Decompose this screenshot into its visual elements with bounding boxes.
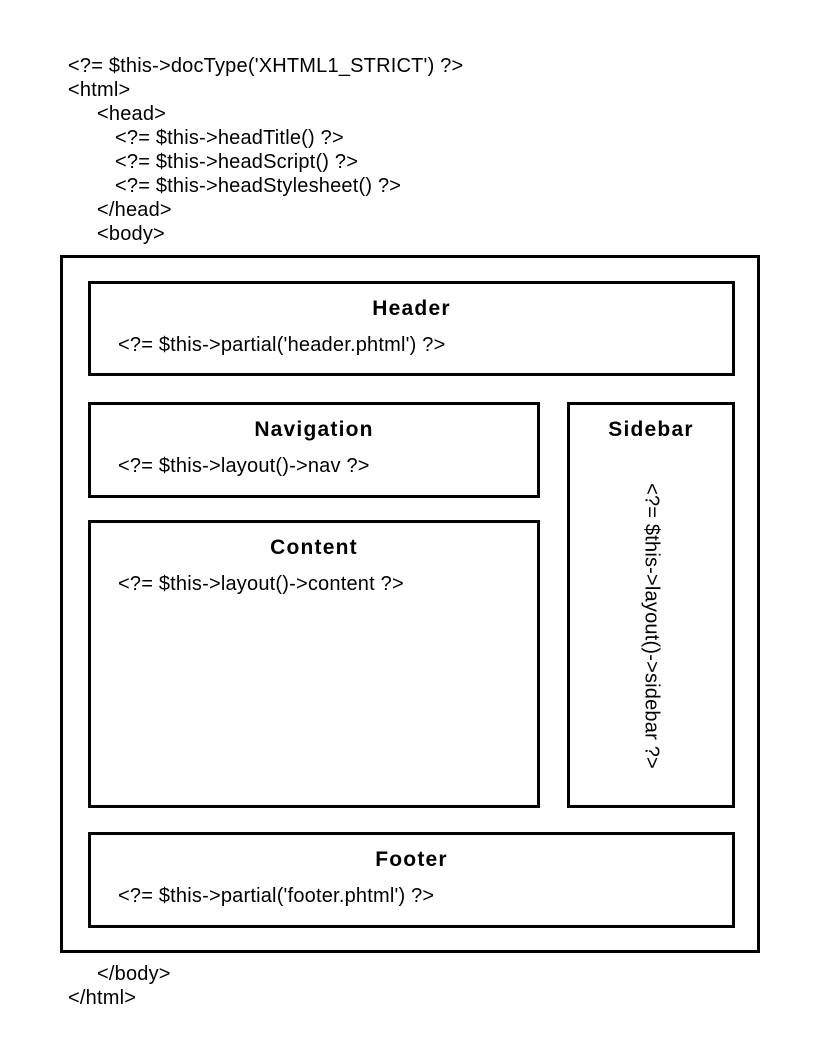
footer-box-title: Footer bbox=[375, 848, 448, 871]
sidebar-box: Sidebar <?= $this->layout()->sidebar ?> bbox=[567, 402, 735, 808]
code-line-html-close: </html> bbox=[68, 987, 137, 1009]
content-box-code: <?= $this->layout()->content ?> bbox=[118, 573, 404, 595]
code-line-head-script: <?= $this->headScript() ?> bbox=[115, 151, 359, 173]
navigation-box-title: Navigation bbox=[254, 418, 374, 441]
code-line-head-stylesheet: <?= $this->headStylesheet() ?> bbox=[115, 175, 402, 197]
code-line-doctype: <?= $this->docType('XHTML1_STRICT') ?> bbox=[68, 55, 464, 77]
code-line-head-open: <head> bbox=[97, 103, 167, 125]
navigation-box-code: <?= $this->layout()->nav ?> bbox=[118, 455, 370, 477]
footer-box-code: <?= $this->partial('footer.phtml') ?> bbox=[118, 885, 435, 907]
content-box: Content <?= $this->layout()->content ?> bbox=[88, 520, 540, 808]
code-line-head-close: </head> bbox=[97, 199, 172, 221]
page-body-box: Header <?= $this->partial('header.phtml'… bbox=[60, 255, 760, 953]
sidebar-box-code-vertical: <?= $this->layout()->sidebar ?> bbox=[640, 483, 663, 769]
code-line-head-title: <?= $this->headTitle() ?> bbox=[115, 127, 344, 149]
code-line-body-close: </body> bbox=[97, 963, 171, 985]
code-line-html-open: <html> bbox=[68, 79, 131, 101]
code-block-bottom: </body> </html> bbox=[68, 962, 171, 1010]
code-line-body-open: <body> bbox=[97, 223, 165, 245]
content-box-title: Content bbox=[270, 536, 358, 559]
header-box-code: <?= $this->partial('header.phtml') ?> bbox=[118, 334, 446, 356]
sidebar-box-title: Sidebar bbox=[608, 418, 694, 441]
code-block-top: <?= $this->docType('XHTML1_STRICT') ?> <… bbox=[68, 54, 463, 246]
header-box-title: Header bbox=[372, 297, 451, 320]
header-box: Header <?= $this->partial('header.phtml'… bbox=[88, 281, 735, 376]
footer-box: Footer <?= $this->partial('footer.phtml'… bbox=[88, 832, 735, 928]
navigation-box: Navigation <?= $this->layout()->nav ?> bbox=[88, 402, 540, 498]
